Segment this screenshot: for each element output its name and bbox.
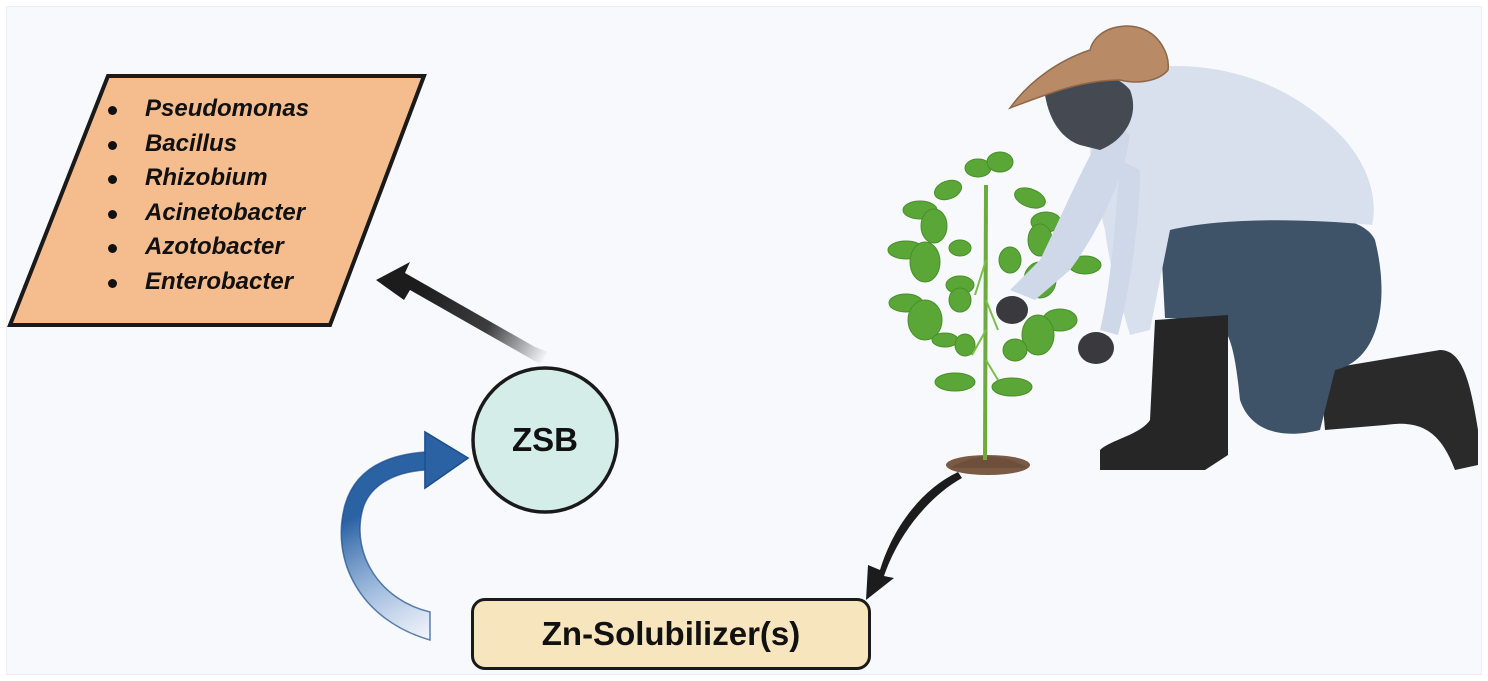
arrow-zsb-to-genus [376, 262, 548, 364]
bullet-icon [108, 106, 117, 115]
bullet-icon [108, 175, 117, 184]
arrow-zn-to-zsb [340, 430, 470, 641]
bullet-icon [108, 140, 117, 150]
genus-item: Pseudomonas [108, 92, 309, 127]
zsb-label: ZSB [512, 421, 578, 458]
bullet-icon [108, 278, 117, 288]
bullet-icon [108, 209, 117, 219]
genus-item: Bacillus [108, 127, 309, 162]
genus-list: Pseudomonas Bacillus Rhizobium Acinetoba… [108, 92, 309, 300]
farmer-illustration [996, 25, 1478, 470]
arrow-soil-to-zn [866, 472, 962, 600]
genus-item: Acinetobacter [108, 196, 309, 231]
genus-item: Enterobacter [108, 265, 309, 300]
bullet-icon [108, 244, 117, 253]
zn-solubilizer-box: Zn-Solubilizer(s) [471, 598, 871, 670]
genus-item: Rhizobium [108, 161, 309, 196]
plant-illustration [887, 151, 1102, 475]
genus-box [7, 74, 427, 327]
zsb-circle [471, 366, 619, 514]
genus-item: Azotobacter [108, 230, 309, 265]
